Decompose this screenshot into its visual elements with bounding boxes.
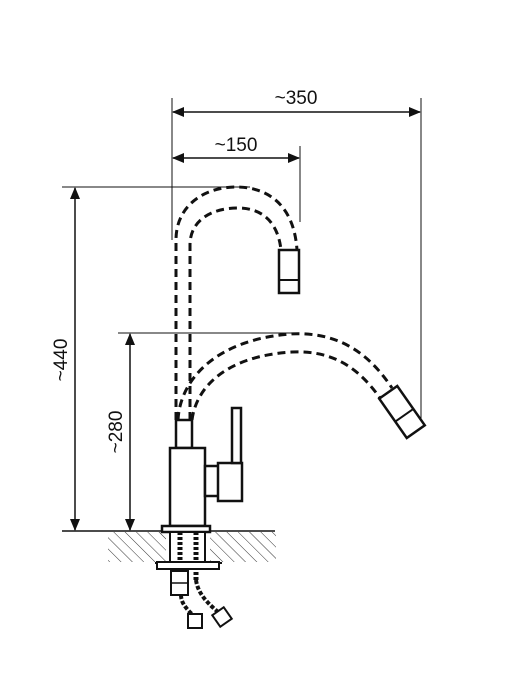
- spout-extended-outer: [176, 332, 394, 421]
- countertop-hatch-left: [108, 532, 166, 562]
- spout-height-label: ~280: [106, 411, 127, 454]
- spout-extended-position: [176, 332, 394, 421]
- dimension-total-reach: ~350: [171, 88, 422, 420]
- supply-hose-right: [194, 579, 220, 614]
- aerator-extended-band: [394, 408, 414, 423]
- faucet-body: [160, 406, 244, 534]
- spout-extended-inner: [190, 350, 382, 421]
- mounting-plate: [156, 561, 220, 570]
- aerator-raised: [277, 248, 301, 295]
- spout-collar: [174, 418, 194, 450]
- main-body: [168, 446, 207, 528]
- mounting-shank: [169, 531, 206, 563]
- hose-fitting-left: [187, 613, 203, 629]
- dimension-total-height: ~440: [51, 186, 250, 531]
- mounting-hardware: [156, 531, 234, 629]
- dimension-spout-height: ~280: [106, 332, 292, 531]
- hose-fitting-right: [210, 605, 234, 629]
- spout-offset-label: ~150: [215, 135, 258, 156]
- aerator-extended: [377, 384, 427, 440]
- lever-hub: [216, 461, 244, 503]
- aerator-extended-body: [377, 384, 427, 440]
- spout-raised-position: [174, 185, 299, 420]
- dimension-spout-offset: ~150: [172, 135, 301, 222]
- total-reach-label: ~350: [275, 88, 318, 109]
- total-height-label: ~440: [51, 339, 72, 382]
- spout-raised-inner: [188, 206, 283, 420]
- handle-lever: [230, 406, 243, 465]
- spout-raised-outer: [174, 185, 299, 420]
- hose-fitting-right-body: [210, 605, 234, 629]
- countertop-hatch-right: [210, 532, 276, 562]
